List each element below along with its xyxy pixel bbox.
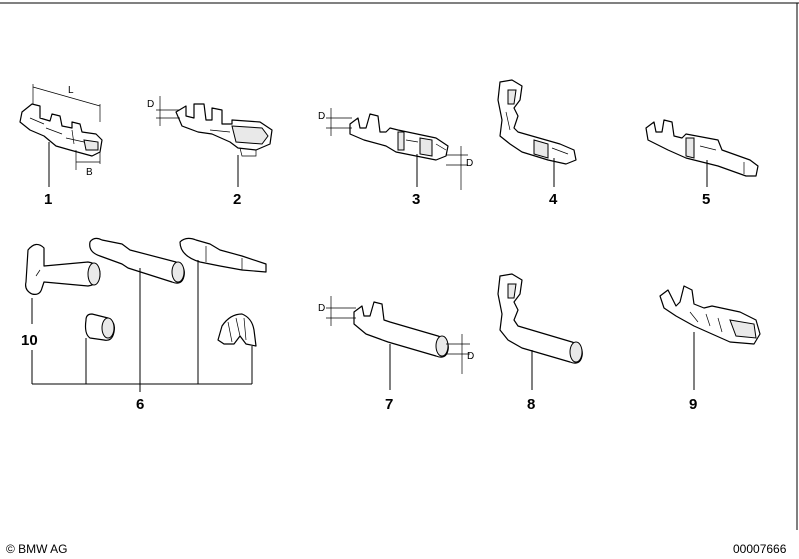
part-7-dimension-D-left: D — [318, 296, 356, 326]
part-9-number: 9 — [689, 396, 697, 413]
part-9-drawing — [659, 285, 761, 345]
part-7-dimension-D-right: D — [446, 334, 474, 374]
dimension-L-label: L — [68, 85, 74, 96]
part-5-number: 5 — [702, 191, 710, 208]
part-2-dimension-D-label: D — [147, 99, 154, 110]
part-3-number: 3 — [412, 191, 420, 208]
part-4-number: 4 — [549, 191, 558, 208]
part-7-dimension-D-left-label: D — [318, 303, 325, 314]
part-7-drawing — [353, 301, 449, 358]
part-4-drawing — [497, 79, 577, 165]
part-3-dimension-D-right-label: D — [466, 158, 473, 169]
dimension-B-label: B — [86, 167, 93, 178]
part-6-sleeve-pin — [179, 237, 267, 273]
part-3-drawing — [349, 113, 449, 161]
part-2-drawing — [175, 103, 273, 157]
part-6-leader-lines — [31, 260, 253, 392]
part-10-number: 10 — [21, 332, 38, 349]
part-7-dimension-D-right-label: D — [467, 351, 474, 362]
part-6-short-sleeve — [84, 313, 115, 341]
image-code: 00007666 — [733, 542, 787, 556]
dimension-B-marker: B — [75, 150, 101, 178]
part-1-drawing — [19, 103, 103, 157]
dimension-L-marker: L — [32, 84, 101, 122]
part-1-number: 1 — [44, 191, 52, 208]
part-6-number: 6 — [136, 396, 144, 413]
part-7-number: 7 — [385, 396, 393, 413]
copyright-text: © BMW AG — [6, 542, 68, 556]
part-3-dimension-D-right: D — [446, 146, 473, 190]
part-3-dimension-D-left: D — [318, 108, 352, 136]
part-6-sleeve-long — [89, 237, 185, 284]
part-8-drawing — [497, 273, 583, 364]
part-6-clip — [217, 313, 257, 347]
part-2-number: 2 — [233, 191, 241, 208]
part-8-number: 8 — [527, 396, 535, 413]
part-2-dimension-D: D — [147, 96, 180, 126]
part-10-drawing — [25, 243, 101, 295]
part-3-dimension-D-left-label: D — [318, 111, 325, 122]
part-5-drawing — [645, 119, 759, 177]
